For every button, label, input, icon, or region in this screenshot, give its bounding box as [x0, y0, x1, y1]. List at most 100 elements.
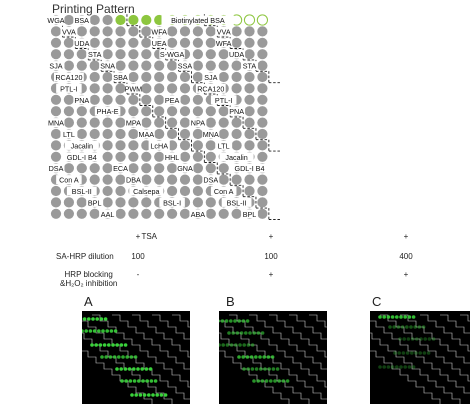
fluorescent-spot	[140, 367, 144, 371]
array-spot	[141, 117, 152, 128]
array-spot	[243, 14, 256, 26]
lectin-label: UDA	[229, 50, 244, 59]
lectin-label-bg	[47, 61, 65, 71]
fluorescent-spot	[125, 355, 129, 359]
lectin-label: NPA	[191, 119, 205, 128]
lectin-label: Jacalin	[225, 153, 247, 162]
array-spot	[115, 208, 126, 219]
scan-stair-line	[370, 350, 441, 404]
fluorescent-spot	[398, 337, 402, 341]
lectin-label: RCA120	[55, 73, 82, 82]
array-spot	[257, 106, 268, 117]
array-spot	[179, 117, 191, 128]
array-spot	[128, 60, 139, 71]
array-spot	[76, 208, 87, 219]
array-spot	[192, 151, 203, 162]
array-spot	[231, 26, 242, 37]
lectin-label: Con A	[59, 176, 79, 185]
array-spot	[128, 140, 139, 151]
array-spot	[205, 60, 216, 71]
lectin-label: DSA	[203, 176, 218, 185]
fluorescent-spot	[229, 343, 234, 347]
fluorescent-spot	[241, 319, 246, 323]
lectin-label-bg	[47, 163, 65, 173]
array-spot	[167, 37, 178, 48]
fluorescent-spot	[414, 351, 418, 355]
lectin-label-bg	[99, 61, 117, 71]
fluorescent-spot	[237, 355, 241, 359]
fluorescent-spot	[159, 393, 164, 397]
array-spot	[141, 174, 152, 185]
fluorescent-spot	[401, 351, 406, 355]
array-spot	[154, 106, 165, 117]
scan-image-c	[370, 311, 470, 404]
fluorescent-spot	[163, 393, 168, 397]
array-spot	[244, 26, 255, 37]
lectin-label: PWM	[125, 84, 143, 93]
array-spot	[244, 83, 255, 94]
lectin-label: ABA	[191, 210, 206, 219]
array-spot	[50, 140, 62, 151]
fluorescent-spot	[406, 337, 411, 341]
lectin-label-bg	[221, 197, 252, 207]
lectin-label: PHA-E	[97, 107, 119, 116]
lectin-label: STA	[243, 62, 257, 71]
array-spot	[115, 185, 126, 197]
fluorescent-spot	[132, 379, 137, 383]
fluorescent-spot	[411, 315, 416, 319]
array-spot	[102, 128, 113, 140]
lectin-label: PNA	[74, 96, 89, 105]
array-spot	[63, 117, 74, 128]
array-spot	[76, 106, 87, 117]
lectin-label: BSL-II	[227, 198, 247, 207]
array-spot	[102, 83, 113, 94]
lectin-label-bg	[56, 83, 82, 93]
fluorescent-spot	[403, 365, 407, 369]
array-spot	[102, 14, 113, 26]
array-spot	[141, 197, 152, 208]
lectin-label: STA	[88, 50, 102, 59]
array-spot	[154, 117, 165, 128]
array-spot	[192, 163, 203, 174]
array-spot	[256, 14, 268, 26]
fluorescent-spot	[242, 367, 246, 371]
scan-stair-line	[152, 314, 190, 340]
array-spot	[192, 71, 203, 83]
fluorescent-spot	[97, 329, 101, 333]
fluorescent-spot	[269, 379, 273, 383]
lectin-label-bg	[159, 197, 185, 207]
lectin-label: VVA	[62, 27, 76, 36]
condition-value: +	[268, 232, 274, 241]
array-spot	[257, 60, 268, 71]
array-spot	[63, 163, 74, 174]
array-spot	[115, 60, 126, 71]
array-spot	[179, 37, 191, 48]
array-spot	[102, 26, 113, 37]
array-spot	[141, 26, 152, 37]
array-spot	[115, 174, 126, 185]
array-spot	[141, 208, 152, 219]
fluorescent-spot	[246, 367, 250, 371]
array-spot	[257, 197, 268, 208]
lectin-label-bg	[163, 152, 181, 162]
array-spot	[231, 140, 242, 151]
array-spot	[167, 71, 178, 83]
array-spot	[257, 49, 268, 60]
condition-value: +	[268, 270, 274, 279]
array-spot	[218, 163, 229, 174]
scan-stair-line	[82, 350, 153, 404]
array-spot	[115, 151, 126, 162]
fluorescent-spot	[258, 355, 262, 359]
array-spot	[231, 208, 242, 219]
lectin-label: BPL	[243, 210, 257, 219]
array-spot	[50, 197, 62, 208]
array-spot	[89, 208, 100, 219]
array-spot	[257, 26, 268, 37]
panel-label-b: B	[226, 294, 235, 309]
array-spot	[102, 140, 113, 151]
lectin-label-bg	[241, 209, 258, 219]
array-spot	[115, 14, 126, 26]
lectin-label: SJA	[204, 73, 217, 82]
array-spot	[231, 71, 242, 83]
fluorescent-spot	[221, 343, 225, 347]
